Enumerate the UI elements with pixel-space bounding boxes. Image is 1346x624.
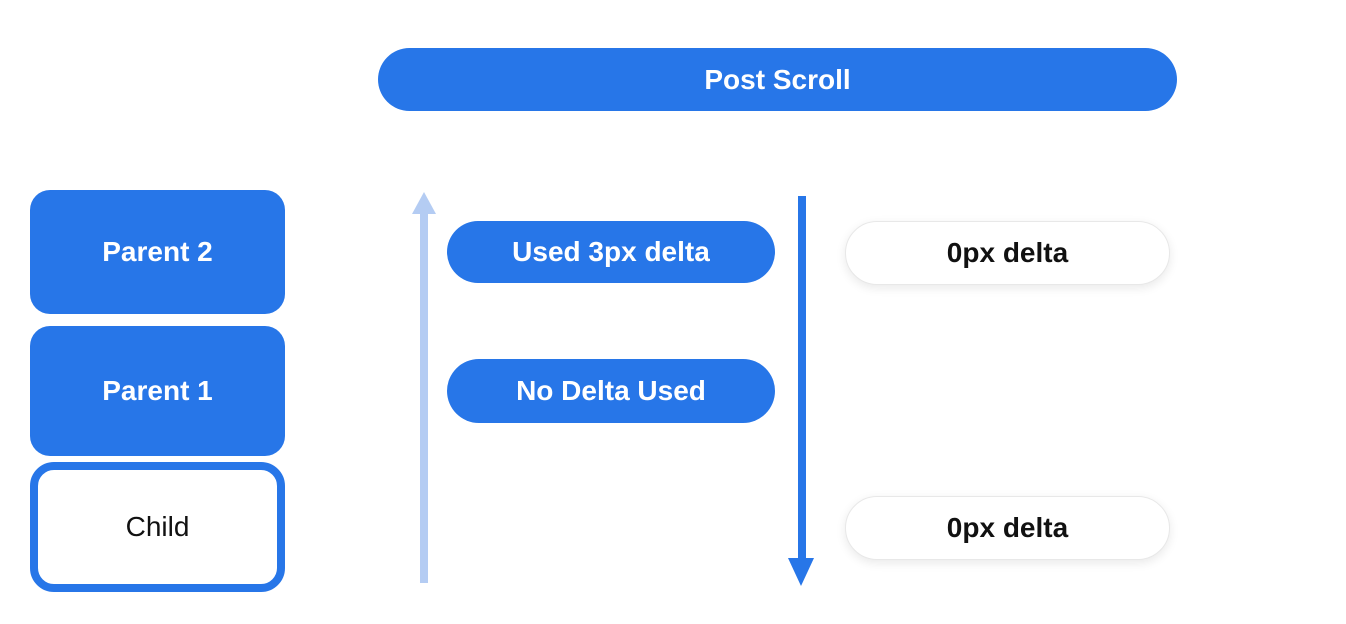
- delta-result-top: 0px delta: [845, 221, 1170, 285]
- down-arrow-shaft: [798, 196, 806, 558]
- delta-event-label: No Delta Used: [516, 375, 706, 406]
- delta-result-label: 0px delta: [946, 237, 1069, 268]
- parent-2-label: Parent 2: [102, 236, 213, 267]
- parent-1-label: Parent 1: [102, 375, 213, 406]
- box-parent-2: Parent 2: [30, 190, 285, 314]
- delta-event-used-3px: Used 3px delta: [447, 221, 775, 283]
- box-child: Child: [30, 462, 285, 592]
- child-label: Child: [125, 511, 190, 542]
- post-scroll-label: Post Scroll: [704, 63, 851, 95]
- up-arrow-shaft: [420, 212, 428, 583]
- delta-event-no-delta: No Delta Used: [447, 359, 775, 423]
- delta-result-bottom: 0px delta: [845, 496, 1170, 560]
- box-parent-1: Parent 1: [30, 326, 285, 456]
- up-arrow-head: [412, 192, 436, 214]
- post-scroll-banner: Post Scroll: [378, 48, 1177, 111]
- delta-result-label: 0px delta: [946, 512, 1069, 543]
- delta-event-label: Used 3px delta: [512, 236, 710, 267]
- down-arrow-head: [788, 558, 814, 586]
